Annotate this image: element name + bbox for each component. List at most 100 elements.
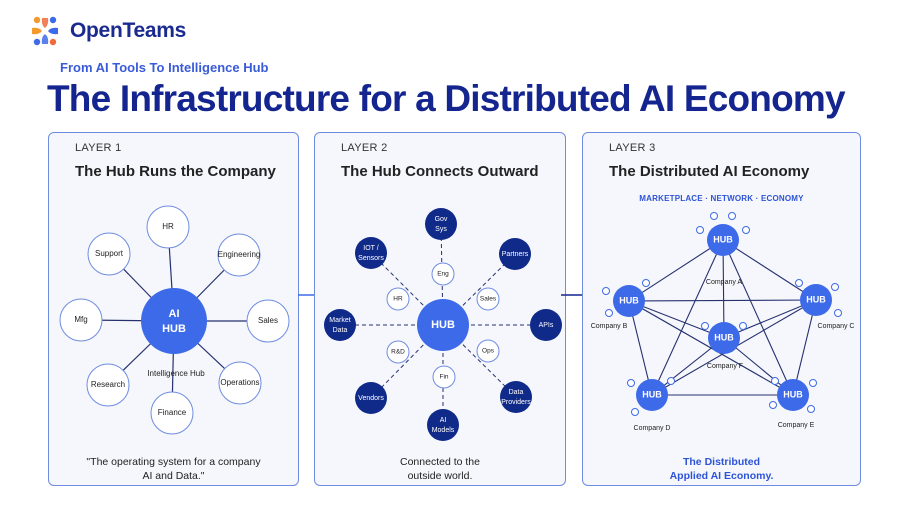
layer3-panel: LAYER 3 The Distributed AI Economy MARKE…	[582, 132, 861, 486]
inner-node-hr	[386, 287, 410, 311]
brand: OpenTeams	[28, 14, 186, 48]
layer1-caption: "The operating system for a company AI a…	[49, 455, 298, 483]
layer1-caption-line1: "The operating system for a company	[86, 456, 261, 468]
outer-node-apis	[530, 309, 562, 341]
layer2-caption: Connected to the outside world.	[315, 455, 565, 483]
node-label-support: Support	[95, 249, 124, 258]
layer3-diagram: HUB HUB HUB HUB HUB HUB Company A Compan…	[591, 212, 855, 432]
inner-label-fin: Fin	[439, 374, 448, 381]
layer1-caption-line2: AI and Data."	[142, 470, 205, 482]
page-title: The Infrastructure for a Distributed AI …	[47, 78, 846, 119]
layer3-label: LAYER 3	[609, 142, 656, 154]
layer2-title: The Hub Connects Outward	[341, 163, 539, 180]
hub-label-e: HUB	[783, 389, 803, 399]
node-label-hr: HR	[162, 222, 174, 231]
outer-label-sensors: Sensors	[358, 255, 384, 262]
inner-node-rd	[386, 340, 410, 364]
layer2-panel: LAYER 2 The Hub Connects Outward Eng Sal…	[314, 132, 566, 486]
inner-node-fin	[432, 365, 456, 389]
company-c-label: Company C	[818, 323, 855, 330]
outer-label-models: Models	[432, 427, 455, 434]
layer2-diagram: Eng Sales Ops Fin R&D HR Gov Sys Partner…	[324, 208, 562, 441]
hub-node-company-d	[636, 379, 668, 411]
layer2-caption-line2: outside world.	[407, 470, 473, 482]
outer-label-market: Market	[329, 317, 350, 324]
hub-label-a: HUB	[713, 234, 733, 244]
inner-label-eng: Eng	[437, 271, 449, 278]
node-operations	[218, 361, 262, 405]
inner-label-sales: Sales	[480, 296, 497, 303]
openteams-logo-icon	[32, 16, 58, 46]
node-label-engineering: Engineering	[218, 250, 261, 259]
node-engineering	[217, 233, 261, 277]
node-label-sales: Sales	[258, 316, 278, 325]
layer3-title: The Distributed AI Economy	[609, 163, 810, 180]
hub-label-b: HUB	[619, 295, 639, 305]
outer-node-ai-models	[427, 409, 459, 441]
brand-name: OpenTeams	[70, 19, 186, 42]
node-label-mfg: Mfg	[74, 315, 87, 324]
node-research	[86, 363, 130, 407]
outer-node-partners	[499, 238, 531, 270]
layer1-title: The Hub Runs the Company	[75, 163, 276, 180]
node-finance	[150, 391, 194, 435]
layer1-diagram: HR Engineering Sales Operations Finance …	[59, 205, 290, 435]
inner-node-ops	[476, 339, 500, 363]
layer2-hub-node	[417, 299, 469, 351]
hub-label-c: HUB	[806, 294, 826, 304]
layer3-caption-line1: The Distributed	[682, 456, 760, 468]
inner-node-eng	[431, 262, 455, 286]
hub-node-company-b	[613, 285, 645, 317]
hub-label-d: HUB	[642, 389, 662, 399]
node-label-research: Research	[91, 380, 125, 389]
outer-label-iot: IOT /	[363, 245, 378, 252]
outer-label-vendors: Vendors	[358, 395, 384, 402]
page-subtitle: From AI Tools To Intelligence Hub	[60, 60, 269, 75]
outer-label-apis: APIs	[539, 322, 554, 329]
outer-node-gov-sys	[425, 208, 457, 240]
node-hr	[146, 205, 190, 249]
node-sales	[246, 299, 290, 343]
hub-node-company-f	[708, 322, 740, 354]
layer1-panel: LAYER 1 The Hub Runs the Company HR Engi…	[48, 132, 299, 486]
inner-label-rd: R&D	[391, 349, 405, 356]
hub-label-f: HUB	[714, 332, 734, 342]
outer-node-data-providers	[500, 381, 532, 413]
ai-hub-label-line2: HUB	[162, 323, 186, 335]
node-mfg	[59, 298, 103, 342]
outer-label-gov: Gov	[435, 216, 448, 223]
layer2-caption-line1: Connected to the	[400, 456, 480, 468]
inner-label-hr: HR	[393, 296, 403, 303]
company-a-label: Company A	[706, 279, 743, 286]
outer-label-market-data: Data	[333, 327, 348, 334]
layer3-tagline: MARKETPLACE · NETWORK · ECONOMY	[639, 194, 804, 203]
layer2-label: LAYER 2	[341, 142, 388, 154]
company-d-label: Company D	[634, 425, 671, 432]
outer-node-iot-sensors	[355, 237, 387, 269]
ai-hub-node	[141, 288, 207, 354]
outer-label-sys: Sys	[435, 226, 447, 233]
layer3-caption-line2: Applied AI Economy.	[669, 470, 774, 482]
inner-label-ops: Ops	[482, 348, 495, 355]
outer-node-vendors	[355, 382, 387, 414]
outer-node-market-data	[324, 309, 356, 341]
ai-hub-label-line1: AI	[169, 308, 180, 320]
node-support	[87, 232, 131, 276]
outer-label-ai: AI	[440, 417, 447, 424]
layer1-label: LAYER 1	[75, 142, 122, 154]
company-b-label: Company B	[591, 323, 628, 330]
layer2-hub-label: HUB	[431, 319, 455, 331]
company-e-label: Company E	[778, 422, 815, 429]
hub-node-company-e	[777, 379, 809, 411]
hub-node-company-a	[707, 224, 739, 256]
outer-label-data: Data	[509, 389, 524, 396]
hub-caption: Intelligence Hub	[147, 369, 205, 378]
outer-label-partners: Partners	[502, 251, 529, 258]
node-label-operations: Operations	[220, 378, 259, 387]
inner-node-sales	[476, 287, 500, 311]
layer3-caption: The Distributed Applied AI Economy.	[583, 455, 860, 483]
outer-label-providers: Providers	[501, 399, 531, 406]
hub-node-company-c	[800, 284, 832, 316]
company-f-label: Company F	[707, 363, 743, 370]
node-label-finance: Finance	[158, 408, 187, 417]
